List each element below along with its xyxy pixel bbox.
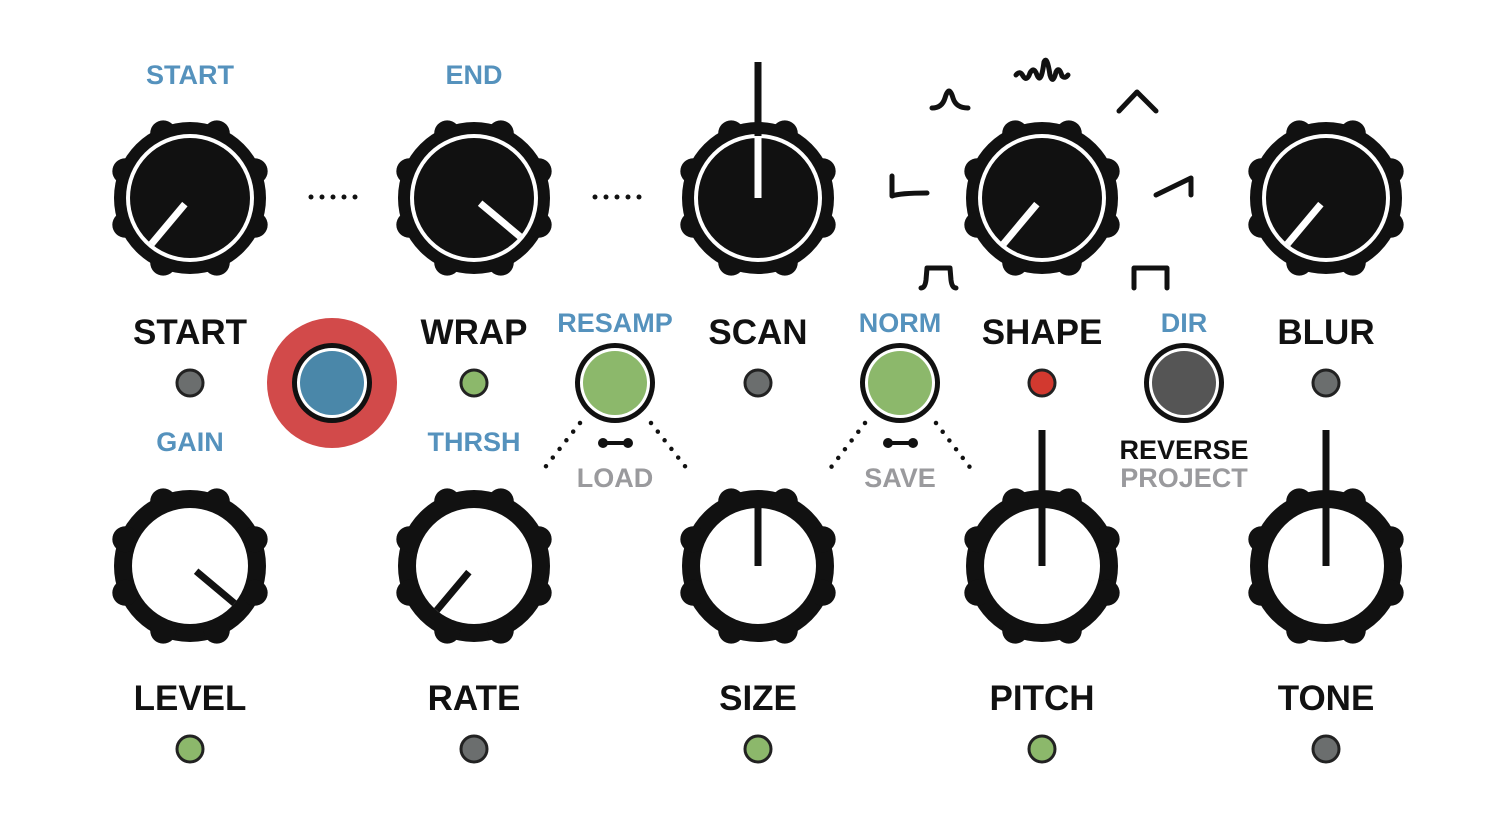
rate-alt-label: THRSH — [428, 427, 521, 457]
level-knob[interactable] — [112, 488, 268, 644]
wrap-led — [459, 368, 489, 398]
level-led — [175, 734, 205, 764]
dir-button[interactable] — [1144, 343, 1224, 423]
start-led — [175, 368, 205, 398]
rate-label: RATE — [428, 679, 521, 718]
wrap-scan-link-dots — [592, 194, 642, 200]
blur-label: BLUR — [1277, 313, 1374, 352]
knob-pointer — [148, 201, 188, 247]
resamp-label: RESAMP — [557, 308, 673, 338]
tone-knob[interactable] — [1248, 430, 1404, 644]
rate-knob[interactable] — [396, 488, 552, 644]
resamp-button[interactable] — [575, 343, 655, 423]
blur-knob[interactable] — [1248, 120, 1404, 276]
record-button[interactable] — [267, 318, 397, 448]
start-alt-label: START — [146, 60, 234, 90]
trapezoid-icon — [918, 265, 959, 291]
tone-label: TONE — [1278, 679, 1375, 718]
wavelet-icon — [1013, 57, 1071, 82]
tone-led — [1311, 734, 1341, 764]
pitch-label: PITCH — [990, 679, 1095, 718]
hold-dotted-lines — [540, 420, 975, 473]
scan-led — [743, 368, 773, 398]
wrap-label: WRAP — [421, 313, 528, 352]
level-label: LEVEL — [134, 679, 247, 718]
wrap-knob[interactable] — [396, 120, 552, 276]
blur-led — [1311, 368, 1341, 398]
load-hold-indicator — [598, 438, 633, 448]
size-label: SIZE — [719, 679, 797, 718]
size-knob[interactable] — [680, 488, 836, 644]
level-alt-label: GAIN — [156, 427, 224, 457]
pitch-led — [1027, 734, 1057, 764]
dir-hold-label: PROJECT — [1120, 463, 1248, 493]
pitch-knob[interactable] — [964, 430, 1120, 644]
wrap-alt-label: END — [445, 60, 502, 90]
triangle-icon — [1116, 89, 1159, 114]
knob-pointer — [1284, 201, 1324, 247]
start-end-link-dots — [308, 194, 358, 200]
exponential-decay-icon — [889, 173, 930, 199]
dir-sub-label: REVERSE — [1119, 435, 1248, 465]
shape-label: SHAPE — [982, 313, 1103, 352]
shape-knob[interactable] — [964, 120, 1120, 276]
square-icon — [1131, 265, 1170, 291]
knob-pointer — [477, 200, 523, 240]
start-knob[interactable] — [112, 120, 268, 276]
scan-label: SCAN — [708, 313, 807, 352]
norm-button[interactable] — [860, 343, 940, 423]
knob-pointer — [434, 569, 472, 613]
norm-hold-label: SAVE — [864, 463, 936, 493]
knob-pointer — [1000, 201, 1040, 247]
dir-label: DIR — [1161, 308, 1208, 338]
ramp-icon — [1153, 175, 1194, 198]
gaussian-icon — [929, 88, 971, 111]
size-led — [743, 734, 773, 764]
knob-pointer — [193, 568, 237, 606]
resamp-hold-label: LOAD — [577, 463, 654, 493]
rate-led — [459, 734, 489, 764]
start-label: START — [133, 313, 247, 352]
scan-knob[interactable] — [680, 62, 836, 276]
norm-label: NORM — [859, 308, 942, 338]
shape-led — [1027, 368, 1057, 398]
save-hold-indicator — [883, 438, 918, 448]
